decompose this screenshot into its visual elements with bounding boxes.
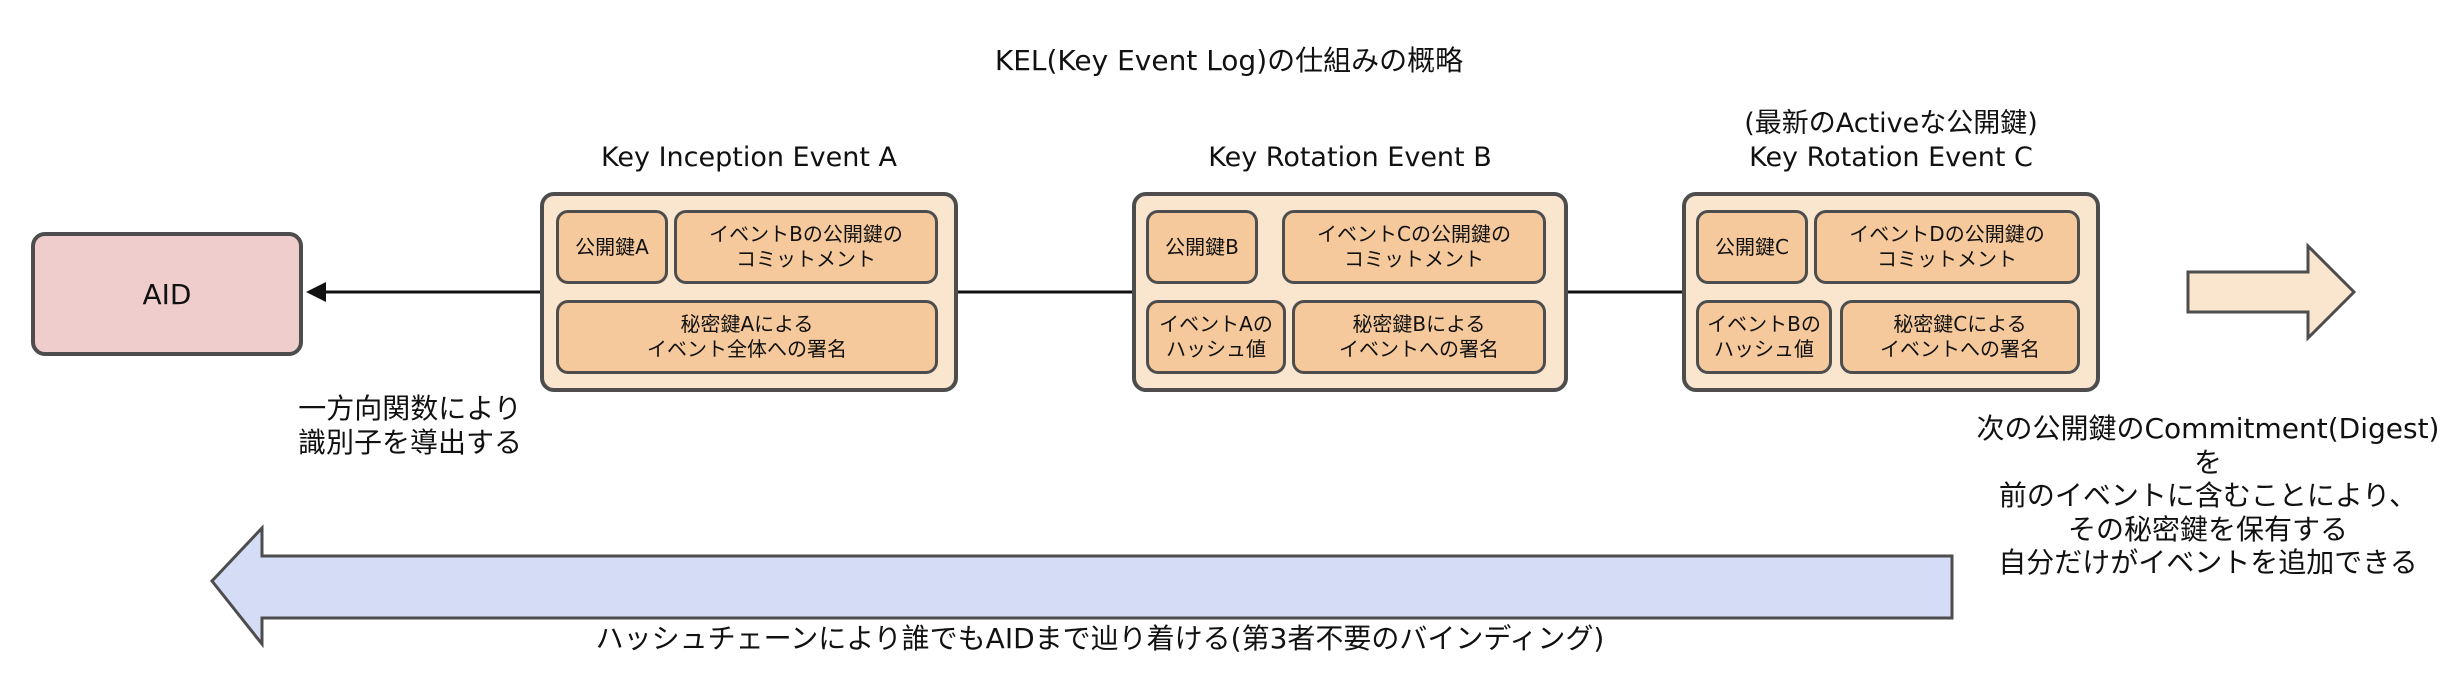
event-c-title: Key Rotation Event C: [1749, 142, 2033, 173]
event-b-signature: 秘密鍵Bによる イベントへの署名: [1292, 300, 1546, 374]
event-c-signature: 秘密鍵Cによる イベントへの署名: [1840, 300, 2080, 374]
event-b-commitment: イベントCの公開鍵の コミットメント: [1282, 210, 1546, 284]
event-a-commitment: イベントBの公開鍵の コミットメント: [674, 210, 938, 284]
next-event-arrow: [2186, 242, 2357, 342]
event-c-commitment: イベントDの公開鍵の コミットメント: [1814, 210, 2080, 284]
event-a-pubkey: 公開鍵A: [556, 210, 668, 284]
one-way-function-note: 一方向関数により 識別子を導出する: [297, 392, 522, 459]
event-c-hash: イベントBの ハッシュ値: [1696, 300, 1832, 374]
commitment-note: 次の公開鍵のCommitment(Digest)を 前のイベントに含むことにより…: [1976, 412, 2440, 580]
event-a-signature: 秘密鍵Aによる イベント全体への署名: [556, 300, 938, 374]
hash-chain-arrow: [210, 524, 1954, 649]
diagram-title: KEL(Key Event Log)の仕組みの概略: [994, 44, 1464, 77]
event-a-title: Key Inception Event A: [601, 142, 897, 173]
event-b-hash: イベントAの ハッシュ値: [1146, 300, 1286, 374]
aid-label: AID: [142, 277, 192, 311]
hash-chain-note: ハッシュチェーンにより誰でもAIDまで辿り着ける(第3者不要のバインディング): [595, 622, 1605, 655]
event-c-pubkey: 公開鍵C: [1696, 210, 1808, 284]
event-c-subtitle: (最新のActiveな公開鍵): [1744, 108, 2038, 139]
event-b-pubkey: 公開鍵B: [1146, 210, 1258, 284]
arrowhead-to-aid: [306, 282, 326, 302]
aid-box: AID: [31, 232, 303, 356]
event-b-title: Key Rotation Event B: [1208, 142, 1492, 173]
